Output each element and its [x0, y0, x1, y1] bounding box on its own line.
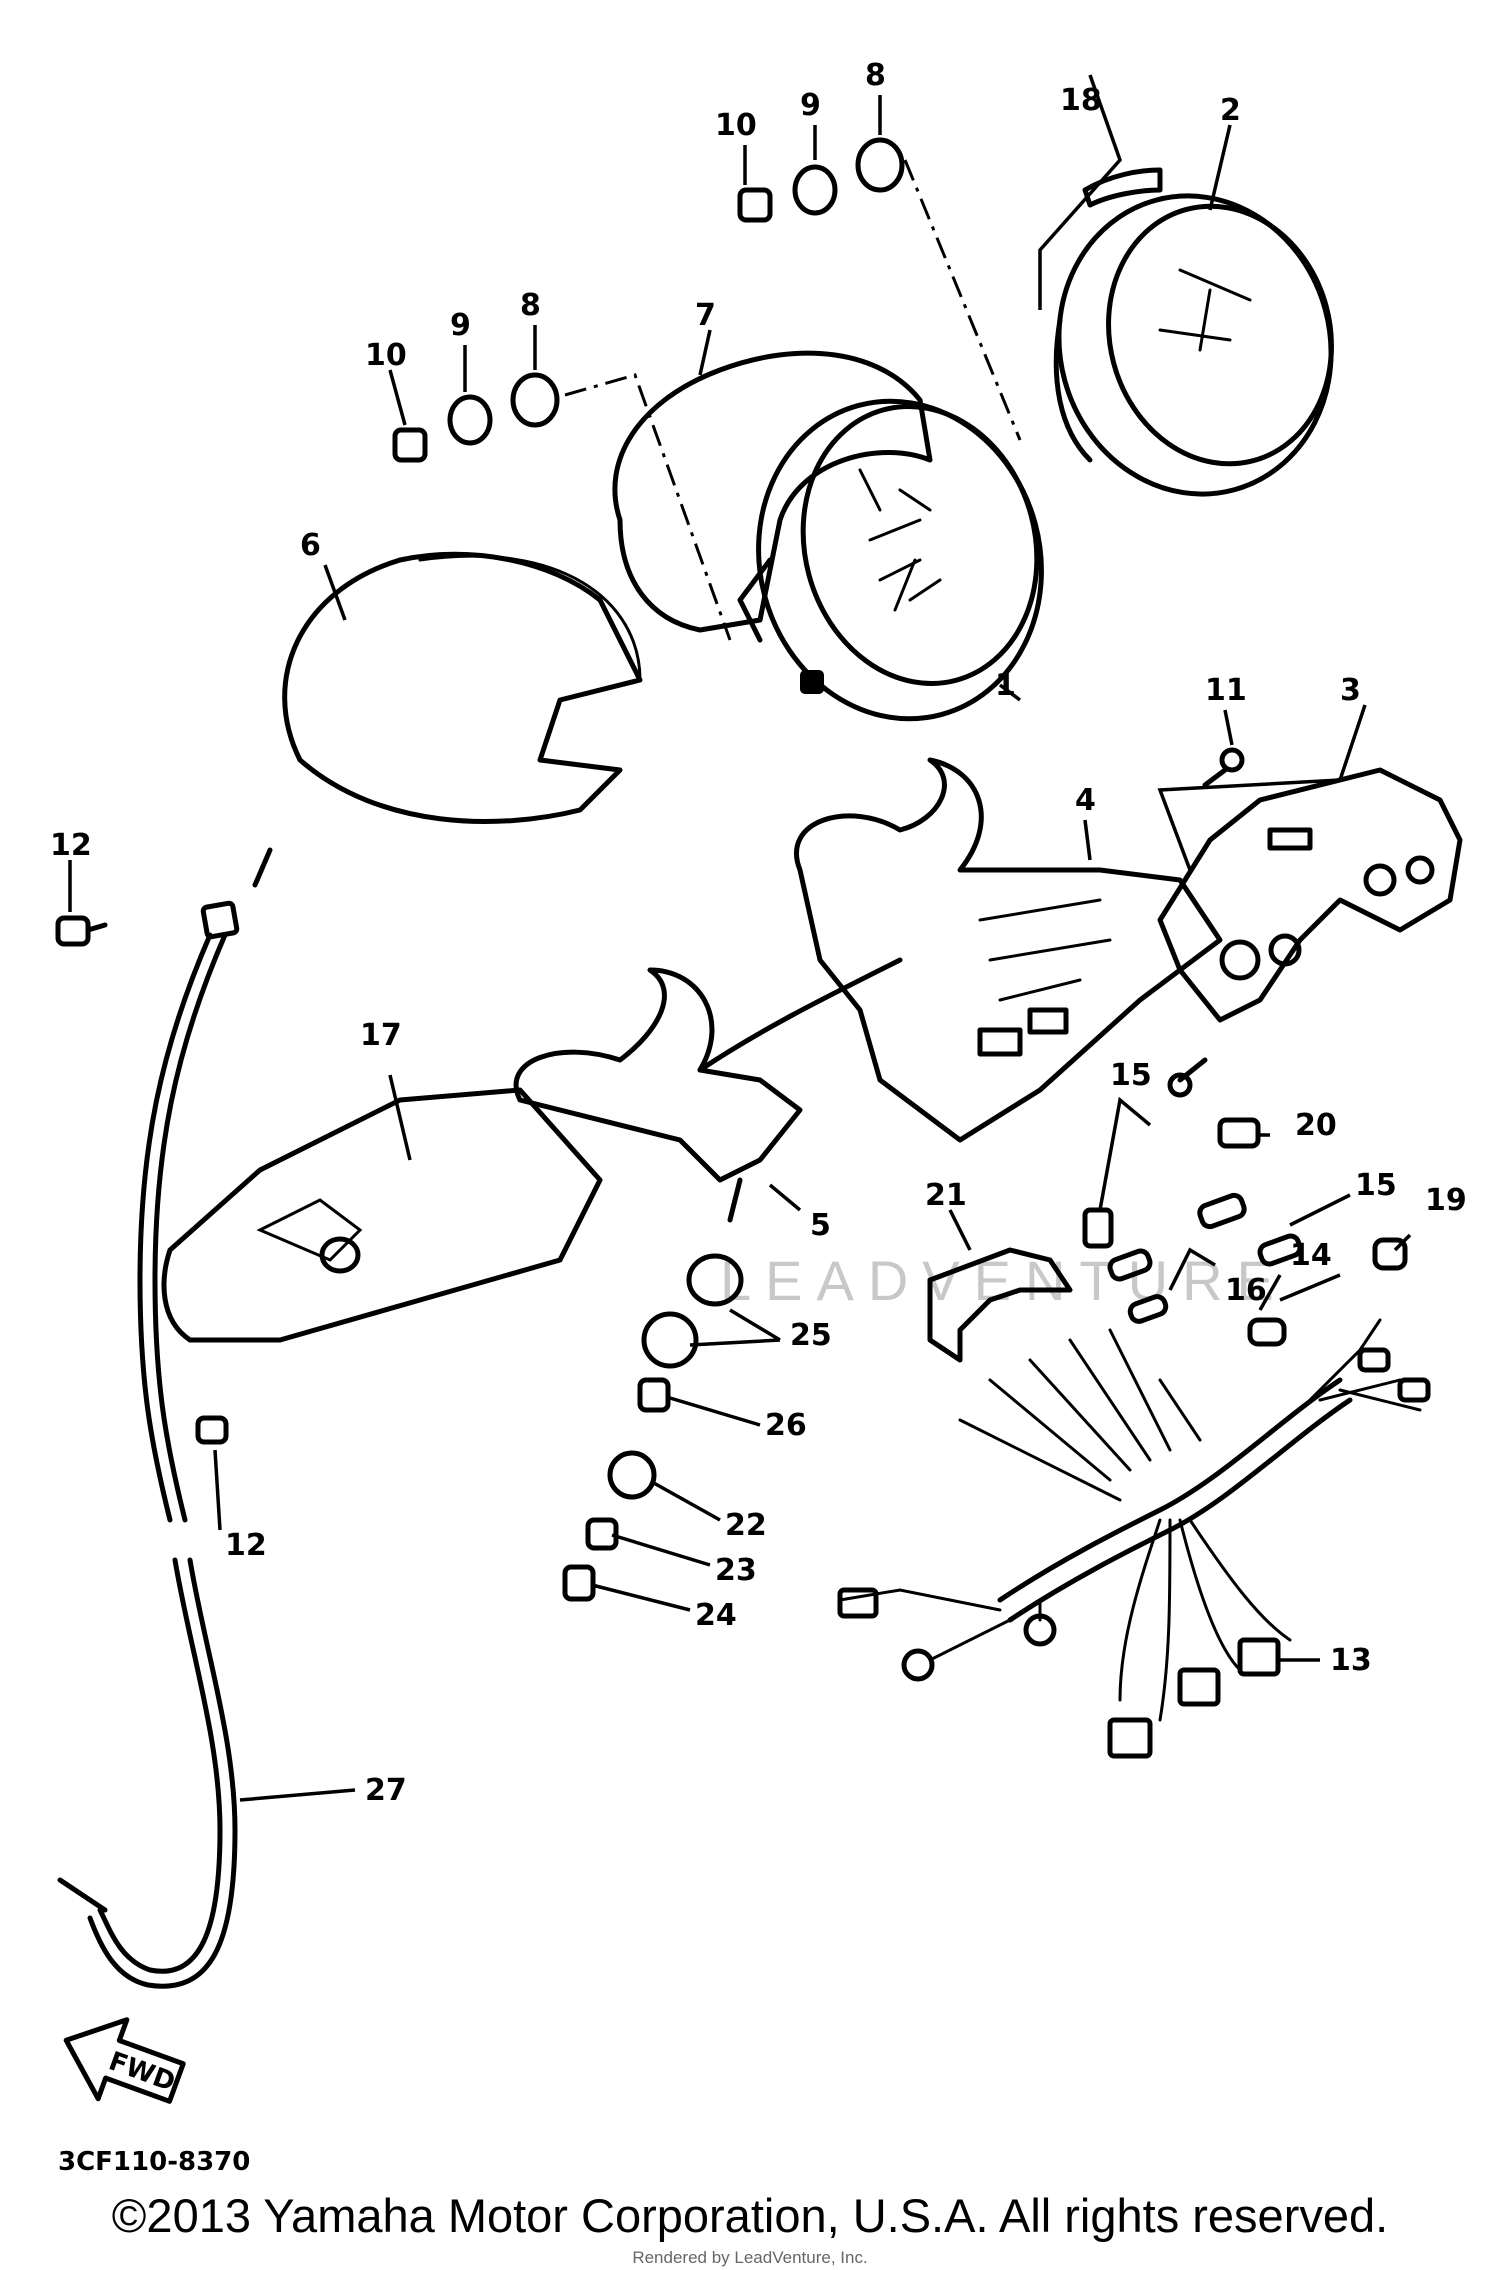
callout-15-upper: 15 — [1110, 1058, 1152, 1093]
part-21-trim — [927, 1247, 1073, 1363]
callout-27: 27 — [365, 1773, 407, 1808]
callout-13: 13 — [1330, 1643, 1372, 1678]
callout-25: 25 — [790, 1318, 832, 1353]
part-13-wire-harness — [837, 1318, 1431, 1759]
callout-26: 26 — [765, 1408, 807, 1443]
watermark-text: LEADVENTURE — [720, 1249, 1288, 1312]
part-18-grommet — [1082, 167, 1163, 208]
callout-1: 1 — [995, 668, 1016, 703]
callout-19: 19 — [1425, 1183, 1467, 1218]
part-3-meter-bracket — [1157, 767, 1463, 1023]
part-12-screw-upper — [55, 915, 108, 947]
callout-9-upper: 9 — [800, 88, 821, 123]
callout-12-lower: 12 — [225, 1528, 267, 1563]
callout-3: 3 — [1340, 673, 1361, 708]
leader-lines — [68, 74, 1412, 1802]
callout-23: 23 — [715, 1553, 757, 1588]
callout-17: 17 — [360, 1018, 402, 1053]
part-11-screw — [1202, 747, 1245, 788]
callout-21: 21 — [925, 1178, 967, 1213]
part-17-lower-cover — [161, 1087, 603, 1343]
callout-12-upper: 12 — [50, 828, 92, 863]
callout-6: 6 — [300, 528, 321, 563]
callout-8-upper: 8 — [865, 58, 886, 93]
callout-9-lower: 9 — [450, 308, 471, 343]
callout-24: 24 — [695, 1598, 737, 1633]
callout-10-upper: 10 — [715, 108, 757, 143]
callout-4: 4 — [1075, 783, 1096, 818]
callout-20: 20 — [1295, 1108, 1337, 1143]
callout-5: 5 — [810, 1208, 831, 1243]
part-6-meter-cover — [282, 551, 643, 824]
hardware-set-upper — [737, 137, 905, 223]
hardware-set-lower — [392, 372, 560, 463]
part-2-tachometer — [1053, 193, 1334, 497]
rendered-by-credit: Rendered by LeadVenture, Inc. — [632, 2248, 868, 2267]
bulbs-and-sockets — [1082, 1117, 1408, 1347]
callout-11: 11 — [1205, 673, 1247, 708]
part-5-lower-bracket — [513, 957, 903, 1223]
callout-2: 2 — [1220, 93, 1241, 128]
callout-10-lower: 10 — [365, 338, 407, 373]
diagram-code: 3CF110-8370 — [58, 2147, 250, 2177]
callout-numbers: 1 2 3 4 5 6 7 8 8 9 9 10 10 11 12 12 13 … — [50, 58, 1467, 1808]
grommets-collars-nuts — [562, 1253, 744, 1602]
leader-dash-lower — [564, 373, 732, 641]
callout-14: 14 — [1290, 1238, 1332, 1273]
part-27-speedometer-cable — [57, 847, 273, 1989]
callout-22: 22 — [725, 1508, 767, 1543]
part-20-screw — [1167, 1057, 1208, 1098]
callout-8-lower: 8 — [520, 288, 541, 323]
callout-16: 16 — [1225, 1273, 1267, 1308]
part-1-speedometer — [737, 398, 1044, 722]
part-12-screw-lower — [195, 1415, 229, 1445]
callout-18: 18 — [1060, 83, 1102, 118]
part-7-meter-cover — [612, 350, 933, 633]
fwd-direction-arrow: FWD — [63, 2017, 186, 2104]
leader-dash-upper — [903, 159, 1022, 441]
callout-15-lower: 15 — [1355, 1168, 1397, 1203]
callout-7: 7 — [695, 298, 716, 333]
copyright-notice: ©2013 Yamaha Motor Corporation, U.S.A. A… — [111, 2189, 1389, 2242]
part-4-indicator-panel — [794, 757, 1223, 1143]
